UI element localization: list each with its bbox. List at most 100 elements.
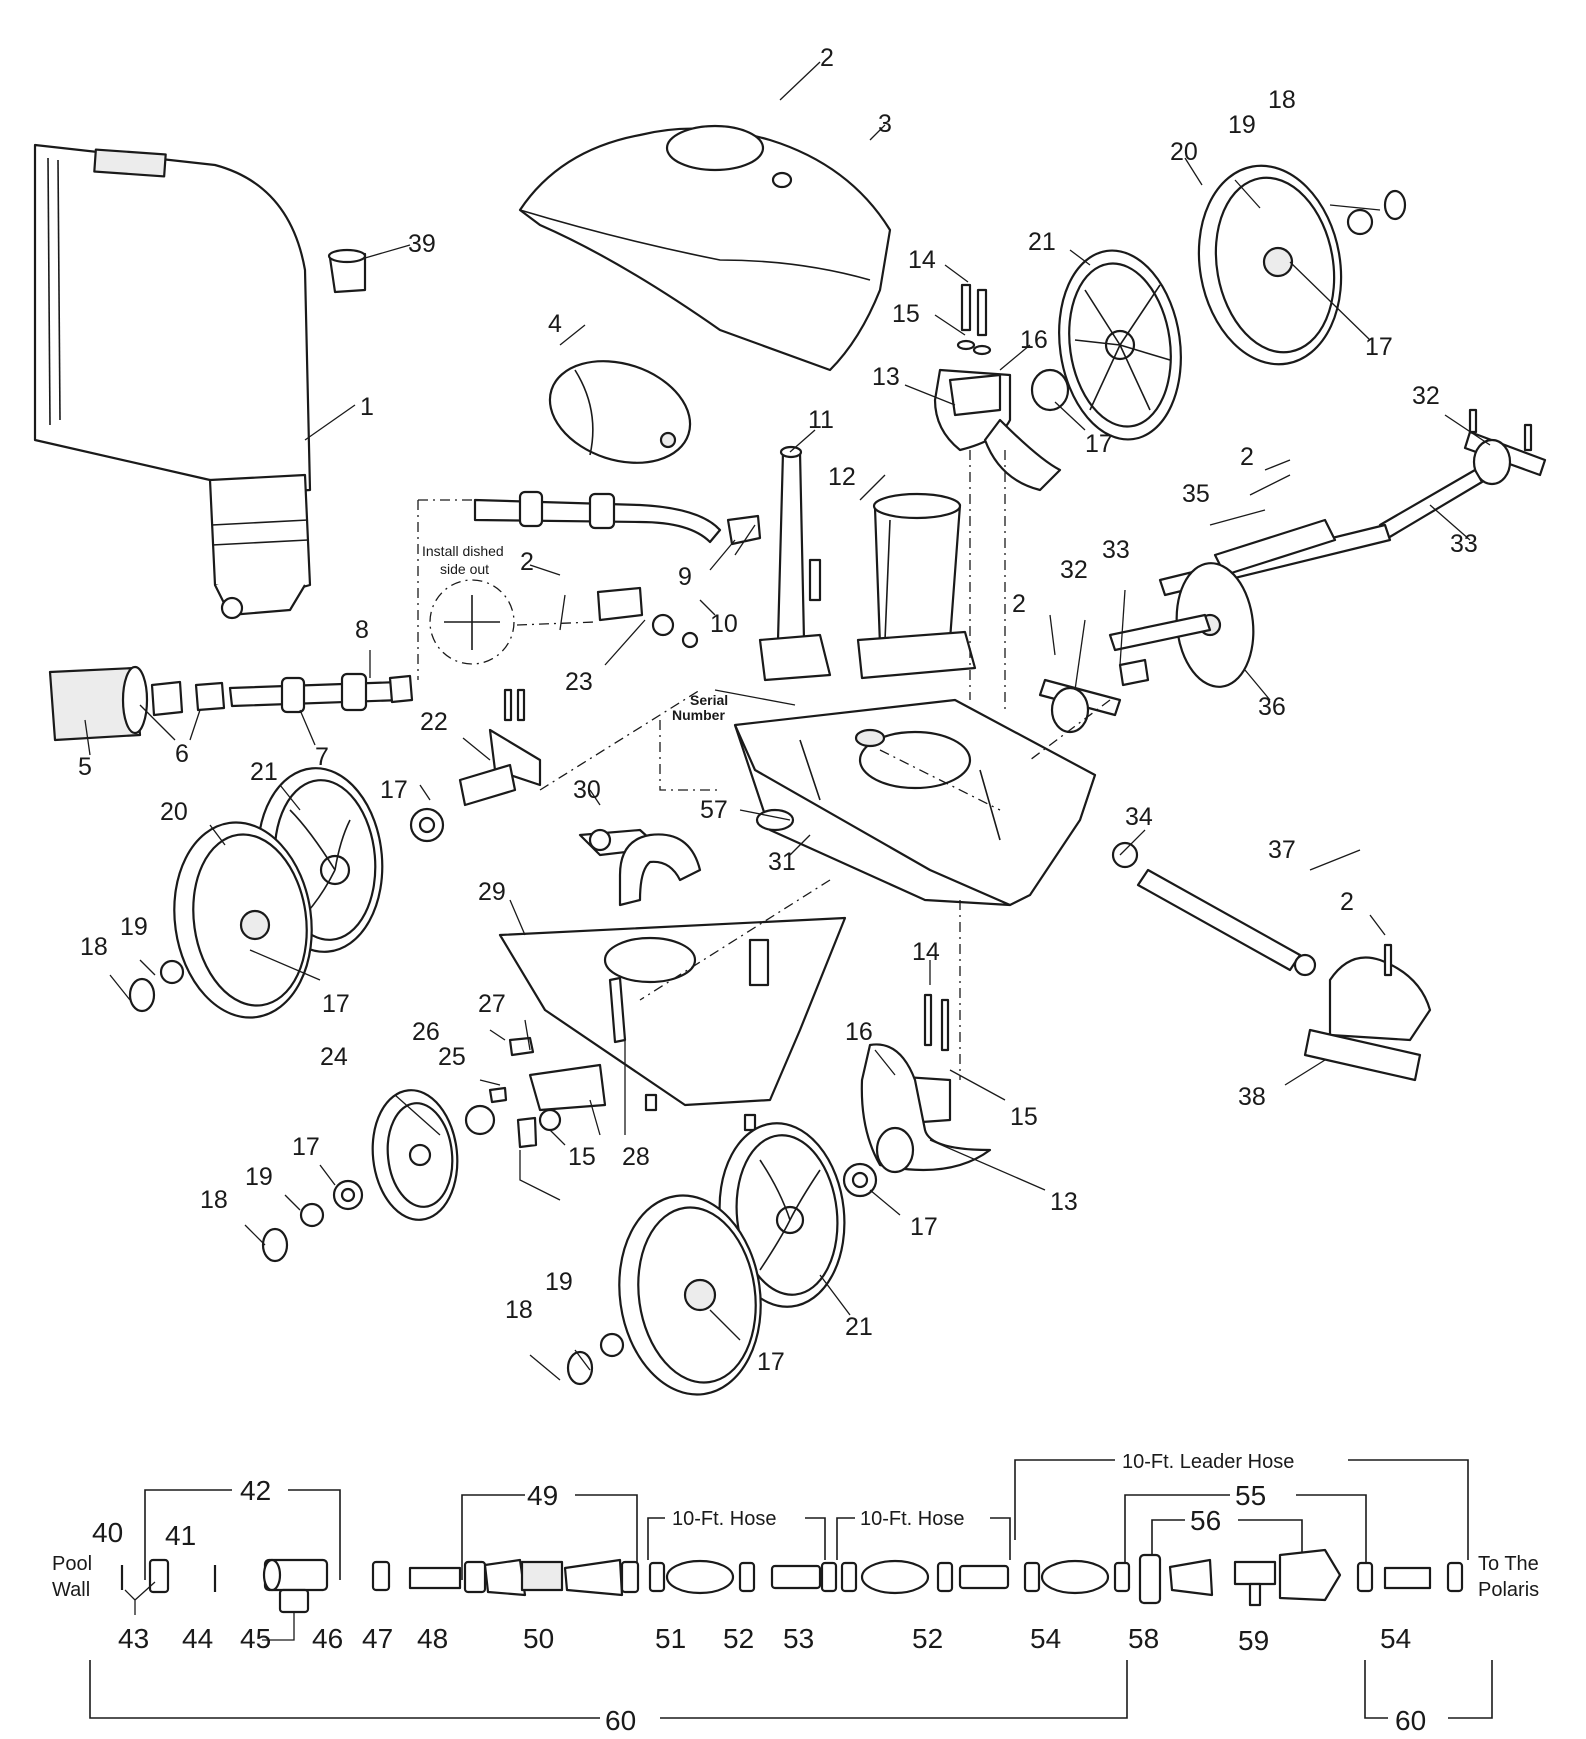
upper-side-bracket [933,368,1070,492]
label-15-top: 15 [892,300,920,328]
label-37: 37 [1268,836,1296,864]
label-6: 6 [175,740,189,768]
motor-housing [856,492,977,680]
rear-axle-assembly [1111,841,1432,1082]
label-5: 5 [78,753,92,781]
lower-left-drive-gear [261,1089,496,1263]
bracket-hose1 [647,1517,826,1560]
label-42: 42 [240,1475,271,1506]
label-17-bottom: 17 [757,1348,785,1376]
label-32-mid: 32 [1060,556,1088,584]
label-40: 40 [92,1517,123,1548]
bearing-upper-left [409,807,445,843]
label-14-top: 14 [908,246,936,274]
label-19-top: 19 [1228,111,1256,139]
label-36: 36 [1258,693,1286,721]
serial-number-line1: Serial [690,692,728,708]
label-9: 9 [678,563,692,591]
part-50 [520,1560,564,1592]
backup-valve-tube [758,445,832,682]
part-51 [665,1559,735,1595]
label-8: 8 [355,616,369,644]
install-note-line1: Install dished [422,543,504,559]
label-14-lower: 14 [912,938,940,966]
label-54-second: 54 [1380,1623,1411,1654]
label-50: 50 [523,1623,554,1654]
label-12: 12 [828,463,856,491]
label-53: 53 [783,1623,814,1654]
bracket-leader-hose [1014,1459,1469,1560]
label-18-left: 18 [80,933,108,961]
label-23: 23 [565,668,593,696]
label-55: 55 [1235,1480,1266,1511]
left-wheels [173,767,384,1019]
bearing-lower-right [842,1162,878,1198]
part-52 [738,1561,756,1593]
part-58 [1138,1553,1162,1605]
leader-hose-label: 10-Ft. Leader Hose [1122,1451,1294,1473]
label-18-gear: 18 [200,1186,228,1214]
label-17-left-lower: 17 [322,990,350,1018]
pivot-assembly [488,976,757,1149]
bracket-60-left [89,1660,1128,1719]
label-43: 43 [118,1623,149,1654]
label-41: 41 [165,1520,196,1551]
label-39: 39 [408,230,436,258]
label-16-lower: 16 [845,1018,873,1046]
install-bolt [596,586,699,649]
label-21-lower: 21 [845,1313,873,1341]
upper-right-tire [1197,164,1343,366]
float [548,360,692,464]
label-31: 31 [768,848,796,876]
label-28: 28 [622,1143,650,1171]
part-59 [1233,1560,1277,1586]
lower-wheels [618,1122,846,1396]
label-2-mid: 2 [1012,590,1026,618]
label-60-second: 60 [1395,1705,1426,1736]
label-15-lower: 15 [1010,1103,1038,1131]
bracket-49 [461,1494,638,1580]
label-27: 27 [478,990,506,1018]
label-10: 10 [710,610,738,638]
throat-assembly [578,828,702,907]
label-47: 47 [362,1623,393,1654]
upper-hubcap-parts [1346,189,1407,236]
label-7: 7 [315,743,329,771]
label-2-left: 2 [520,548,534,576]
screws-upper [956,283,992,356]
upper-right-wheel [1058,249,1182,441]
label-52-first: 52 [723,1623,754,1654]
hose-clip [726,514,762,546]
label-54-first: 54 [1030,1623,1061,1654]
bracket-hose2 [836,1517,1011,1560]
label-56: 56 [1190,1505,1221,1536]
hose-label-second: 10-Ft. Hose [860,1508,964,1530]
label-44: 44 [182,1623,213,1654]
part-45 [278,1588,310,1614]
label-35: 35 [1182,480,1210,508]
label-38: 38 [1238,1083,1266,1111]
part-53 [770,1564,822,1590]
label-19-left: 19 [120,913,148,941]
to-polaris-line1: To The [1478,1553,1539,1575]
label-22: 22 [420,708,448,736]
label-13-lower: 13 [1050,1188,1078,1216]
callout-leaders [84,61,1491,1381]
lower-side-bracket [860,993,992,1174]
filter-fittings [150,680,226,717]
label-52-second: 52 [912,1623,943,1654]
label-16-top: 16 [1020,326,1048,354]
part-labels: 2 3 39 1 4 18 19 20 21 17 14 15 16 13 17… [78,44,1478,1376]
label-48: 48 [417,1623,448,1654]
label-2-right: 2 [1240,443,1254,471]
label-57: 57 [700,796,728,824]
label-20-left: 20 [160,798,188,826]
label-3: 3 [878,110,892,138]
label-46: 46 [312,1623,343,1654]
pool-wall-line1: Pool [52,1553,92,1575]
left-axle-bracket [1038,658,1150,734]
label-17-top: 17 [1365,333,1393,361]
to-polaris-line2: Polaris [1478,1579,1539,1601]
part-48 [408,1566,462,1590]
